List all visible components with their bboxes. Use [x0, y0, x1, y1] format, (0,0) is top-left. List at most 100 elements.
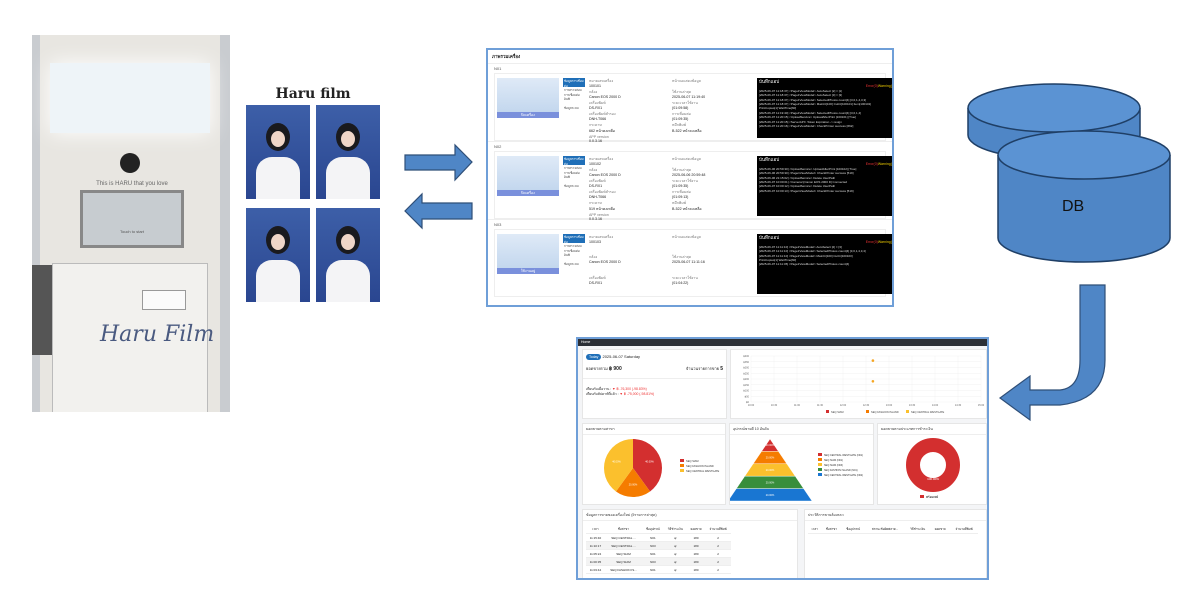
log-line: [2025-06-07 11:18:37] <Page1ViewModel> A…: [759, 88, 843, 93]
legend-swatch: [818, 453, 822, 456]
column-header[interactable]: จำนวนที่พิมพ์: [705, 525, 731, 534]
y-tick: ฿250: [743, 371, 749, 375]
machine-tab[interactable]: ข้อมูลการเชื่อมต่อ: [563, 234, 585, 244]
machine-tab[interactable]: การตรวจสอบการเชื่อมต่อ: [564, 88, 582, 97]
field-label: กล้อง: [589, 255, 598, 260]
y-tick: ฿100: [743, 389, 749, 393]
summary-card: Today 2025-06-07 Saturday ยอดขายรวม ฿ 90…: [582, 349, 727, 419]
nav-home[interactable]: Home: [578, 339, 987, 346]
table-cell: 11:03:44: [586, 565, 605, 574]
column-header[interactable]: ชื่อสาขา: [604, 525, 643, 534]
x-tick: 10:00: [748, 404, 755, 407]
slice-label: 40.00%: [612, 461, 621, 464]
legend-text: SEQ CENTRAL WESTGATE (N01): [824, 454, 863, 457]
table-cell: 11:05:24: [586, 549, 605, 558]
curved-arrow-icon: [998, 284, 1106, 422]
x-tick: 15:00: [978, 404, 985, 407]
machine-status-button[interactable]: ปิดเครื่อง: [497, 112, 559, 118]
column-header[interactable]: วิธีชำระเงิน: [663, 525, 687, 534]
field-value: 100101: [589, 84, 601, 88]
warning-count[interactable]: Warning(0): [877, 84, 894, 89]
field-label: หน้าจอแสดงข้อมูล: [672, 79, 701, 83]
machine-tab[interactable]: การตรวจสอบการเชื่อมต่อ: [564, 166, 582, 175]
table-cell: 180: [686, 557, 706, 566]
today-badge[interactable]: Today: [586, 354, 602, 360]
column-header[interactable]: ชื่อสาขา: [821, 525, 842, 534]
error-count[interactable]: Error(0): [865, 240, 878, 245]
error-count[interactable]: Error(0): [865, 84, 878, 89]
machine-tab[interactable]: อินพิ: [564, 97, 570, 101]
field-label: หมายเลขเครื่อง: [589, 79, 614, 83]
column-header[interactable]: จำนวนที่พิมพ์: [950, 525, 978, 534]
photo: [246, 105, 310, 199]
database-label: DB: [1062, 198, 1085, 215]
column-header[interactable]: ยอดขาย: [930, 525, 951, 534]
photo: [316, 208, 380, 302]
machine-tab[interactable]: ข้อมูลระบบ: [564, 184, 579, 188]
machine-tabs: ข้อมูลการเชื่อมต่อการตรวจสอบการเชื่อมต่อ…: [563, 156, 585, 192]
column-header[interactable]: สถานะข้อผิดพลาด...: [864, 525, 906, 534]
column-header[interactable]: ชื่ออุปกรณ์: [642, 525, 664, 534]
warning-count[interactable]: Warning(0): [877, 240, 894, 245]
legend-swatch: [680, 469, 684, 472]
table-cell: SEQ SIAM: [604, 549, 643, 558]
table-cell: qr: [663, 541, 687, 550]
machine-tab[interactable]: อินพิ: [564, 175, 570, 179]
x-tick: 10:30: [771, 404, 778, 407]
machine-tab[interactable]: การตรวจสอบการเชื่อมต่อ: [564, 244, 582, 253]
kiosk-camera: [120, 153, 140, 173]
x-tick: 13:00: [886, 404, 893, 407]
photo-strip-title: Haru film: [275, 86, 351, 102]
machine-status-button[interactable]: ใช้งานอยู่: [497, 268, 559, 274]
sales-value: ฿ 900: [608, 366, 622, 372]
field-label: เครื่องพิมพ์สำรอง: [589, 190, 616, 194]
field-label: การเชื่อมต่อ: [672, 190, 691, 194]
legend-text: SEQ CENTRAL WESTGATE: [686, 469, 720, 473]
error-count[interactable]: Error(0): [865, 162, 878, 167]
table-cell: 11:15:40: [586, 533, 605, 542]
log-line: [2025-06-07 11:11:10] <Page1ViewModel> M…: [759, 253, 853, 258]
machine-tab[interactable]: ข้อมูลการเชื่อมต่อ: [563, 78, 585, 88]
table-cell: qr: [663, 533, 687, 542]
column-header[interactable]: เวลา: [586, 525, 605, 534]
log-line: [2025-06-07 11:11:10] <Page1ViewModel> A…: [759, 244, 842, 249]
column-header[interactable]: ชื่ออุปกรณ์: [841, 525, 865, 534]
machine-tab[interactable]: ข้อมูลระบบ: [564, 106, 579, 110]
field-label: APP version: [589, 213, 609, 217]
column-header[interactable]: ยอดขาย: [686, 525, 706, 534]
warning-count[interactable]: Warning(0): [877, 162, 894, 167]
column-header[interactable]: เวลา: [808, 525, 822, 534]
info-field: หมึกพิมพ์B-522 หน้าคงเหลือ: [672, 122, 749, 134]
field-label: กล้อง: [589, 168, 598, 172]
kiosk-print-slot: [142, 290, 186, 310]
machine-tab[interactable]: อินพิ: [564, 253, 570, 257]
top-devices-pyramid: 20.00%SEQ CENTRAL WESTGATE (N01)20.00%SE…: [727, 438, 863, 502]
machine-tab[interactable]: ข้อมูลระบบ: [564, 262, 579, 266]
info-field: เครื่องพิมพ์DS-RX1: [589, 178, 666, 188]
recent-sales-title: ข้อมูลการขายของเครื่องใหม่ (5รายการล่าสุ…: [583, 510, 797, 521]
info-field: หน้าจอแสดงข้อมูล: [672, 234, 749, 253]
column-header[interactable]: วิธีชำระเงิน: [905, 525, 931, 534]
machine-status-button[interactable]: ปิดเครื่อง: [497, 190, 559, 196]
log-title: บันทึกแอป: [759, 235, 780, 240]
machine-tab[interactable]: ข้อมูลการเชื่อมต่อ: [563, 156, 585, 166]
kiosk-light-panel: [50, 63, 210, 133]
kiosk-logo: Haru Film: [100, 322, 215, 347]
field-label: APP version: [589, 135, 609, 139]
field-value: 0.0.3.16: [589, 217, 602, 221]
